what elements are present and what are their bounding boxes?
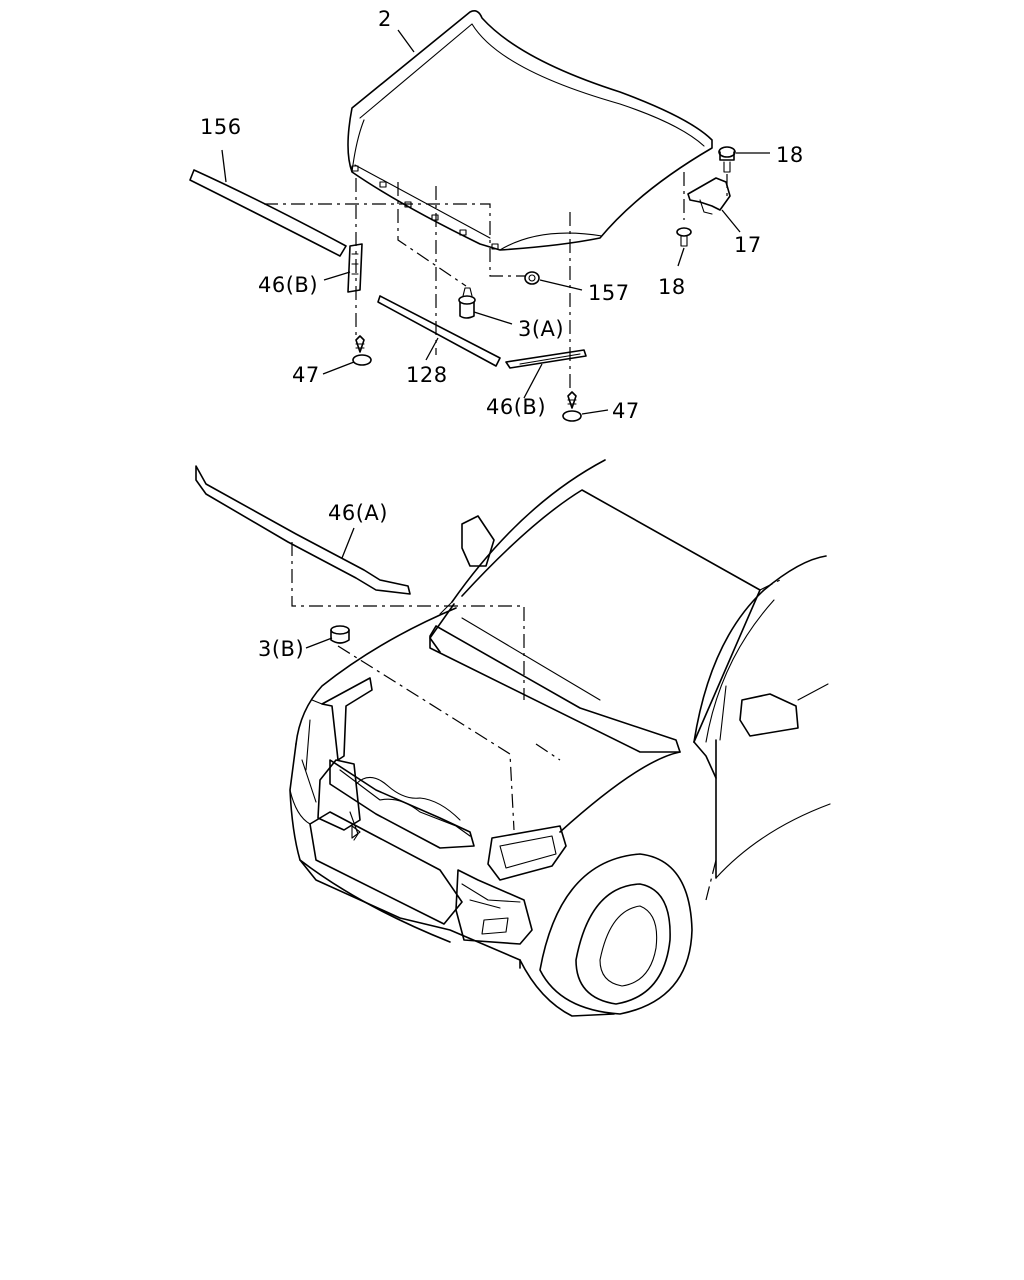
callout-157: 157	[588, 281, 630, 305]
hinge-bracket-17	[687, 177, 731, 215]
bumper-3a	[458, 287, 476, 319]
callout-2: 2	[378, 7, 392, 31]
hood-panel	[347, 10, 713, 251]
callout-18-top: 18	[776, 143, 804, 167]
callout-46b-left: 46(B)	[258, 273, 318, 297]
callout-47-right: 47	[612, 399, 640, 423]
moulding-46a	[195, 465, 411, 595]
seal-128	[377, 295, 501, 367]
callout-156: 156	[200, 115, 242, 139]
callout-46b-right: 46(B)	[486, 395, 546, 419]
clip-47-left	[352, 335, 372, 366]
vehicle-body	[289, 459, 831, 1017]
callout-17: 17	[734, 233, 762, 257]
lower-alignment-lines	[291, 542, 781, 901]
seal-46b-right	[505, 349, 587, 369]
hinge-bolt-18-top	[718, 146, 736, 173]
callout-3a: 3(A)	[518, 317, 564, 341]
callout-128: 128	[406, 363, 448, 387]
bumper-3b	[330, 625, 350, 644]
hood-front-molding-156	[189, 169, 347, 257]
clip-47-right	[562, 391, 582, 422]
grommet-157	[524, 271, 540, 285]
callout-46a: 46(A)	[328, 501, 388, 525]
callout-47-left: 47	[292, 363, 320, 387]
lower-leader-lines	[305, 527, 355, 649]
callout-3b: 3(B)	[258, 637, 304, 661]
upper-alignment-lines	[264, 172, 728, 390]
upper-leader-lines	[221, 29, 770, 415]
seal-46b-left	[347, 243, 363, 293]
callout-18-mid: 18	[658, 275, 686, 299]
hinge-bolt-18-mid	[676, 227, 692, 247]
